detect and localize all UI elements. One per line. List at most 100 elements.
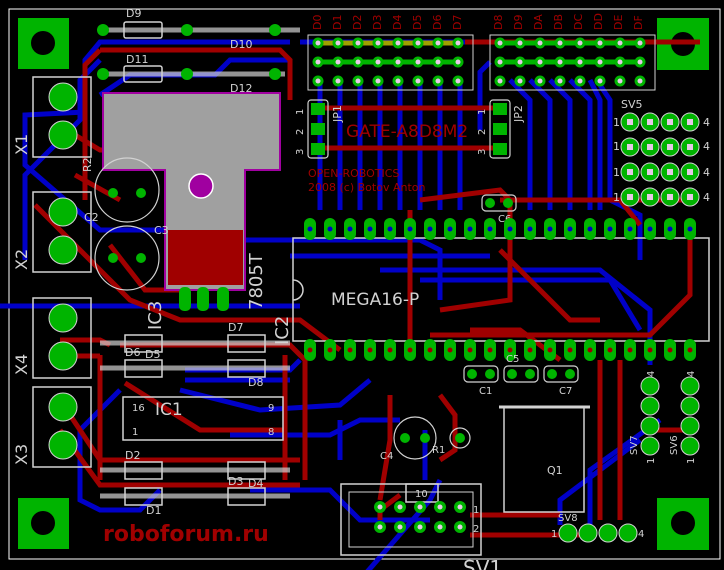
ic2-pad-bottom-center — [327, 347, 333, 353]
capacitor-c6 — [481, 194, 517, 212]
header-pad-center — [637, 40, 643, 46]
website-text: roboforum.ru — [103, 522, 269, 547]
header-pad-center — [517, 78, 523, 84]
header-pad-center — [455, 40, 461, 46]
sv8-pin1: 1 — [551, 529, 557, 540]
ic2-pad-top-center — [587, 226, 593, 232]
resistor-r1 — [449, 427, 471, 449]
sv3-pin1: 1 — [613, 191, 620, 204]
ic2-pad-bottom-center — [407, 347, 413, 353]
mounting-hole-tl — [18, 18, 69, 69]
header-label-d4: D4 — [391, 15, 404, 30]
label-d4: D4 — [248, 477, 263, 490]
sv-block-pin-labels: 1 4 1 4 1 4 1 4 — [613, 116, 710, 204]
ic2-pad-top-center — [567, 226, 573, 232]
ic2-pad-bottom-center — [687, 347, 693, 353]
header-pad-center — [637, 78, 643, 84]
label-d9: D9 — [126, 7, 141, 20]
jp2-pin2: 2 — [477, 129, 488, 135]
header-label-d7: D7 — [451, 15, 464, 30]
sv5-pin1: 1 — [613, 116, 620, 129]
label-d6: D6 — [125, 346, 140, 359]
ic1-pin9: 9 — [268, 403, 274, 414]
header-label-d1: D1 — [331, 15, 344, 30]
capacitor-c4 — [393, 416, 437, 460]
header-pad-center — [577, 40, 583, 46]
ic2-pad-bottom-center — [627, 347, 633, 353]
header-pad-center — [517, 40, 523, 46]
sv1-pad-center — [437, 524, 443, 530]
label-sv1: SV1 — [463, 556, 502, 570]
header-pad-center — [537, 78, 543, 84]
header-pad-center — [597, 40, 603, 46]
label-7805t: 7805T — [246, 252, 267, 310]
label-x1: X1 — [12, 134, 31, 155]
jumper-jp2 — [489, 99, 511, 159]
sv1-pad-center — [397, 524, 403, 530]
label-jp2: JP2 — [512, 105, 525, 123]
header-pad-center — [637, 59, 643, 65]
header-label-d0: D0 — [311, 15, 324, 30]
header-pad-center — [395, 78, 401, 84]
terminal-x1 — [32, 76, 92, 158]
ic2-pad-bottom-center — [487, 347, 493, 353]
header-pad-center — [597, 78, 603, 84]
sv-block-pad-center — [647, 169, 653, 175]
sv1-pads — [374, 501, 466, 533]
ic2-pad-bottom-center — [307, 347, 313, 353]
label-d8: D8 — [248, 376, 263, 389]
ic2-pad-bottom-center — [467, 347, 473, 353]
header-pad-center — [355, 78, 361, 84]
sv4-pin4: 4 — [703, 140, 710, 153]
sv-block-pad-center — [627, 194, 633, 200]
sv8-pin4: 4 — [638, 529, 644, 540]
jumper-jp1 — [307, 99, 329, 159]
header-label-dd: DD — [592, 13, 605, 30]
mounting-hole-bl — [18, 498, 69, 549]
ic2-pad-top-center — [407, 226, 413, 232]
crystal-q1 — [499, 405, 590, 513]
ic2-pad-top-center — [627, 226, 633, 232]
ic2-pad-bottom-center — [367, 347, 373, 353]
sv1-pad-center — [437, 504, 443, 510]
ic2-pads — [304, 218, 696, 361]
header-pad-center — [355, 40, 361, 46]
label-c5: C5 — [506, 354, 519, 365]
header-pad-center — [415, 40, 421, 46]
header-pad-center — [375, 40, 381, 46]
label-sv8: SV8 — [558, 513, 578, 524]
ic2-pad-top-center — [607, 226, 613, 232]
header-pin-labels-left: D0 D1 D2 D3 D4 D5 D6 D7 — [311, 15, 464, 30]
sv1-pin2: 2 — [473, 524, 479, 535]
capacitor-c7 — [543, 365, 579, 383]
sv7-pin4: 4 — [646, 371, 657, 377]
ic2-pad-top-center — [487, 226, 493, 232]
sv1-pad-center — [417, 504, 423, 510]
sv-block-pad-center — [647, 119, 653, 125]
header-label-df: DF — [632, 15, 645, 30]
header-pad-center — [435, 59, 441, 65]
ic2-pad-bottom-center — [587, 347, 593, 353]
label-x2: X2 — [12, 249, 31, 270]
capacitor-c5 — [503, 365, 539, 383]
sv2-pin4: 4 — [703, 166, 710, 179]
header-pad-center — [455, 59, 461, 65]
label-mega16p: MEGA16-P — [331, 290, 419, 310]
header-pad-center — [395, 59, 401, 65]
ic2-pad-bottom-center — [387, 347, 393, 353]
ic2-pad-top-center — [347, 226, 353, 232]
diode-row-top: D9 D10 D11 D12 — [97, 7, 300, 95]
sv-block-pad-center — [687, 169, 693, 175]
sv3-pin4: 4 — [703, 191, 710, 204]
ic2-pad-bottom-center — [647, 347, 653, 353]
sv-block-pad-center — [627, 119, 633, 125]
ic2-pad-top-center — [647, 226, 653, 232]
ic2-body — [292, 237, 710, 342]
header-pad-center — [497, 78, 503, 84]
connector-sv6 — [680, 376, 700, 456]
sv2-pin1: 1 — [613, 166, 620, 179]
header-label-da: DA — [532, 14, 545, 30]
label-c4: C4 — [380, 451, 393, 462]
ic2-pad-top-center — [447, 226, 453, 232]
label-c7: C7 — [559, 386, 572, 397]
